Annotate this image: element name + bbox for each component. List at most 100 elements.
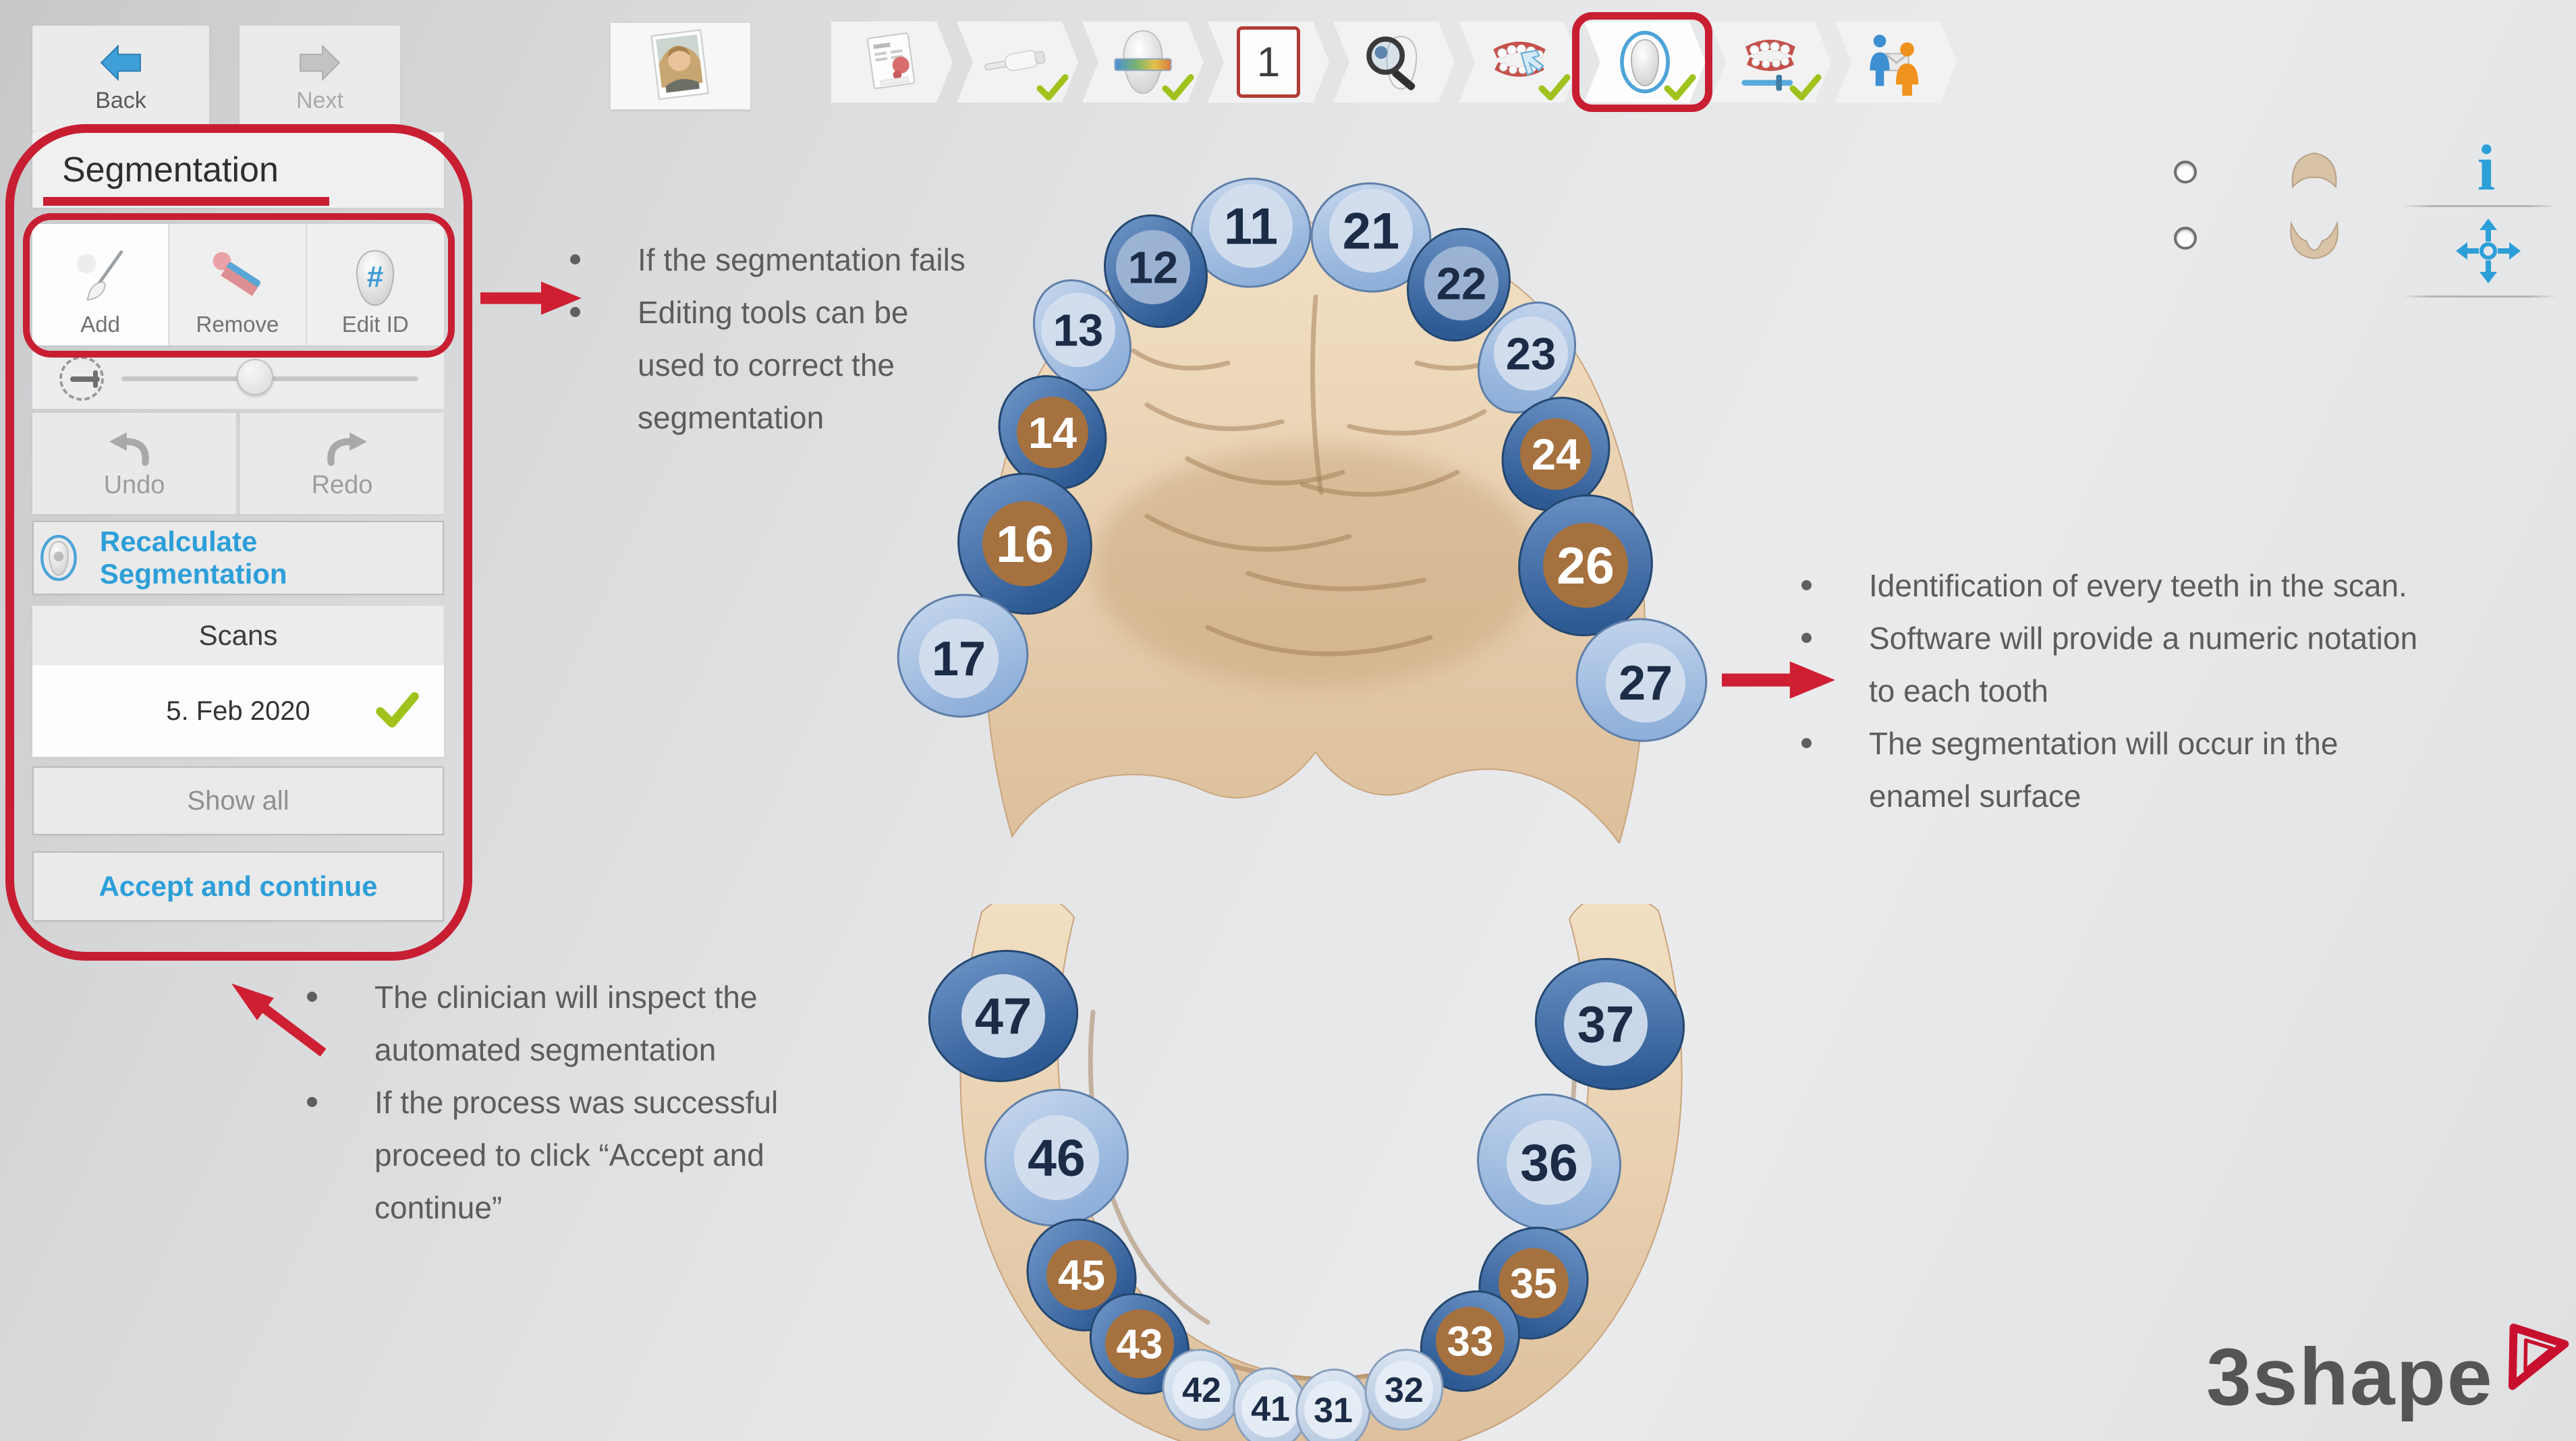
workflow-step-send-case[interactable] [1835,22,1957,103]
tooth-number: 27 [1619,656,1673,710]
note-line: continue” [307,1186,778,1239]
note-text: If the process was successful [374,1085,779,1120]
tooth-number: 13 [1053,305,1104,356]
tooth-11[interactable]: 11 [1186,173,1316,293]
show-all-button[interactable]: Show all [32,766,444,835]
patient-photo[interactable] [611,23,750,109]
tooth-number: 12 [1128,242,1179,293]
redo-icon [310,428,374,468]
tooth-31[interactable]: 31 [1291,1365,1375,1441]
pan-view-icon[interactable] [2455,217,2522,285]
accept-label: Accept and continue [99,870,378,902]
note-line: automated segmentation [307,1028,778,1081]
undo-label: Undo [103,470,165,499]
tooth-42[interactable]: 42 [1149,1336,1254,1441]
back-button[interactable]: Back [32,26,209,132]
tooth-37[interactable]: 37 [1525,947,1694,1100]
tooth-number: 31 [1314,1391,1353,1430]
info-icon[interactable]: i [2477,131,2496,204]
tooth-number: 14 [1028,408,1077,457]
tooth-21[interactable]: 21 [1306,177,1436,298]
workflow-step-shade-number[interactable]: 1 [1208,22,1329,103]
tooth-number: 41 [1251,1390,1290,1429]
redo-button[interactable]: Redo [240,413,444,514]
tooth-13[interactable]: 13 [1015,263,1150,408]
upper-jaw-radio[interactable] [2174,161,2197,183]
bullet-dot [570,307,580,317]
occlusion-check-icon [1484,27,1555,97]
tooth-26[interactable]: 26 [1505,481,1667,649]
undo-button[interactable]: Undo [32,413,236,514]
tooth-41[interactable]: 41 [1229,1363,1312,1441]
brand-logo: 3shape [2206,1332,2494,1422]
brush-size-row [32,351,444,409]
workflow-step-inspect-tooth[interactable] [1333,22,1455,103]
back-label: Back [95,87,146,113]
recalculate-segmentation-button[interactable]: Recalculate Segmentation [32,521,444,595]
inspect-tooth-icon [1359,27,1429,97]
check-icon [1162,74,1194,101]
recalculate-label: Recalculate Segmentation [99,526,287,590]
order-form-icon [857,27,927,97]
tooth-36[interactable]: 36 [1460,1076,1637,1249]
workflow-step-occlusion-check[interactable] [1459,22,1580,103]
tooth-22[interactable]: 22 [1391,213,1526,356]
scans-header: Scans [32,606,444,665]
undo-icon [102,428,167,468]
tooth-number: 42 [1182,1371,1221,1410]
tooth-47[interactable]: 47 [919,939,1088,1092]
next-arrow-icon [300,44,341,81]
tooth-number: 35 [1510,1260,1557,1307]
tool-add[interactable]: Add [32,224,170,345]
note-line: Software will provide a numeric notation [1801,617,2417,669]
tool-label: Remove [196,312,279,337]
slider-thumb[interactable] [237,359,273,395]
tool-edit-id[interactable]: #Edit ID [307,224,444,345]
scans-title: Scans [198,619,278,651]
tooth-33[interactable]: 33 [1401,1272,1539,1411]
scan-list-item[interactable]: 5. Feb 2020 [32,665,444,757]
workflow-step-tooth-segmentation[interactable] [1584,22,1706,103]
tool-remove[interactable]: Remove [169,224,307,345]
tooth-14[interactable]: 14 [978,356,1127,509]
undo-redo-row: Undo Redo [32,413,444,514]
divider [2402,295,2557,298]
accept-and-continue-button[interactable]: Accept and continue [32,851,444,922]
recalculate-tooth-icon [34,531,84,585]
tooth-12[interactable]: 12 [1088,200,1223,342]
workflow-step-tooth-shade[interactable] [1082,22,1204,103]
lower-jaw-radio[interactable] [2174,227,2197,250]
bullet-dot [1801,580,1812,590]
tooth-27[interactable]: 27 [1567,609,1716,752]
upper-jaw-thumbnail[interactable] [2280,144,2348,193]
note-line: If the process was successful [307,1081,778,1133]
next-button[interactable]: Next [240,26,400,132]
bullet-dot [1801,633,1812,643]
bullet-dot [570,254,580,264]
check-icon [1789,74,1822,101]
tooth-16[interactable]: 16 [944,459,1106,627]
workflow-bar: 1 [831,22,1957,103]
svg-text:#: # [367,260,384,293]
tooth-43[interactable]: 43 [1070,1274,1208,1414]
bullet-dot [1801,738,1812,748]
tooth-46[interactable]: 46 [968,1071,1145,1244]
note-text: If the segmentation fails [638,242,965,277]
lower-jaw-thumbnail[interactable] [2280,216,2348,264]
tooth-17[interactable]: 17 [891,585,1037,727]
tooth-24[interactable]: 24 [1482,378,1630,530]
tooth-32[interactable]: 32 [1351,1336,1456,1441]
note-text: Identification of every teeth in the sca… [1869,568,2407,603]
workflow-step-teeth-alignment[interactable] [1710,22,1831,103]
tooth-23[interactable]: 23 [1459,285,1594,430]
workflow-step-order-form[interactable] [831,22,953,103]
workflow-step-scan-wand[interactable] [957,22,1078,103]
note-line: enamel surface [1801,774,2417,827]
note-text: enamel surface [1869,779,2081,814]
tooth-number: 36 [1520,1134,1578,1192]
note-text: Editing tools can be [638,295,909,330]
